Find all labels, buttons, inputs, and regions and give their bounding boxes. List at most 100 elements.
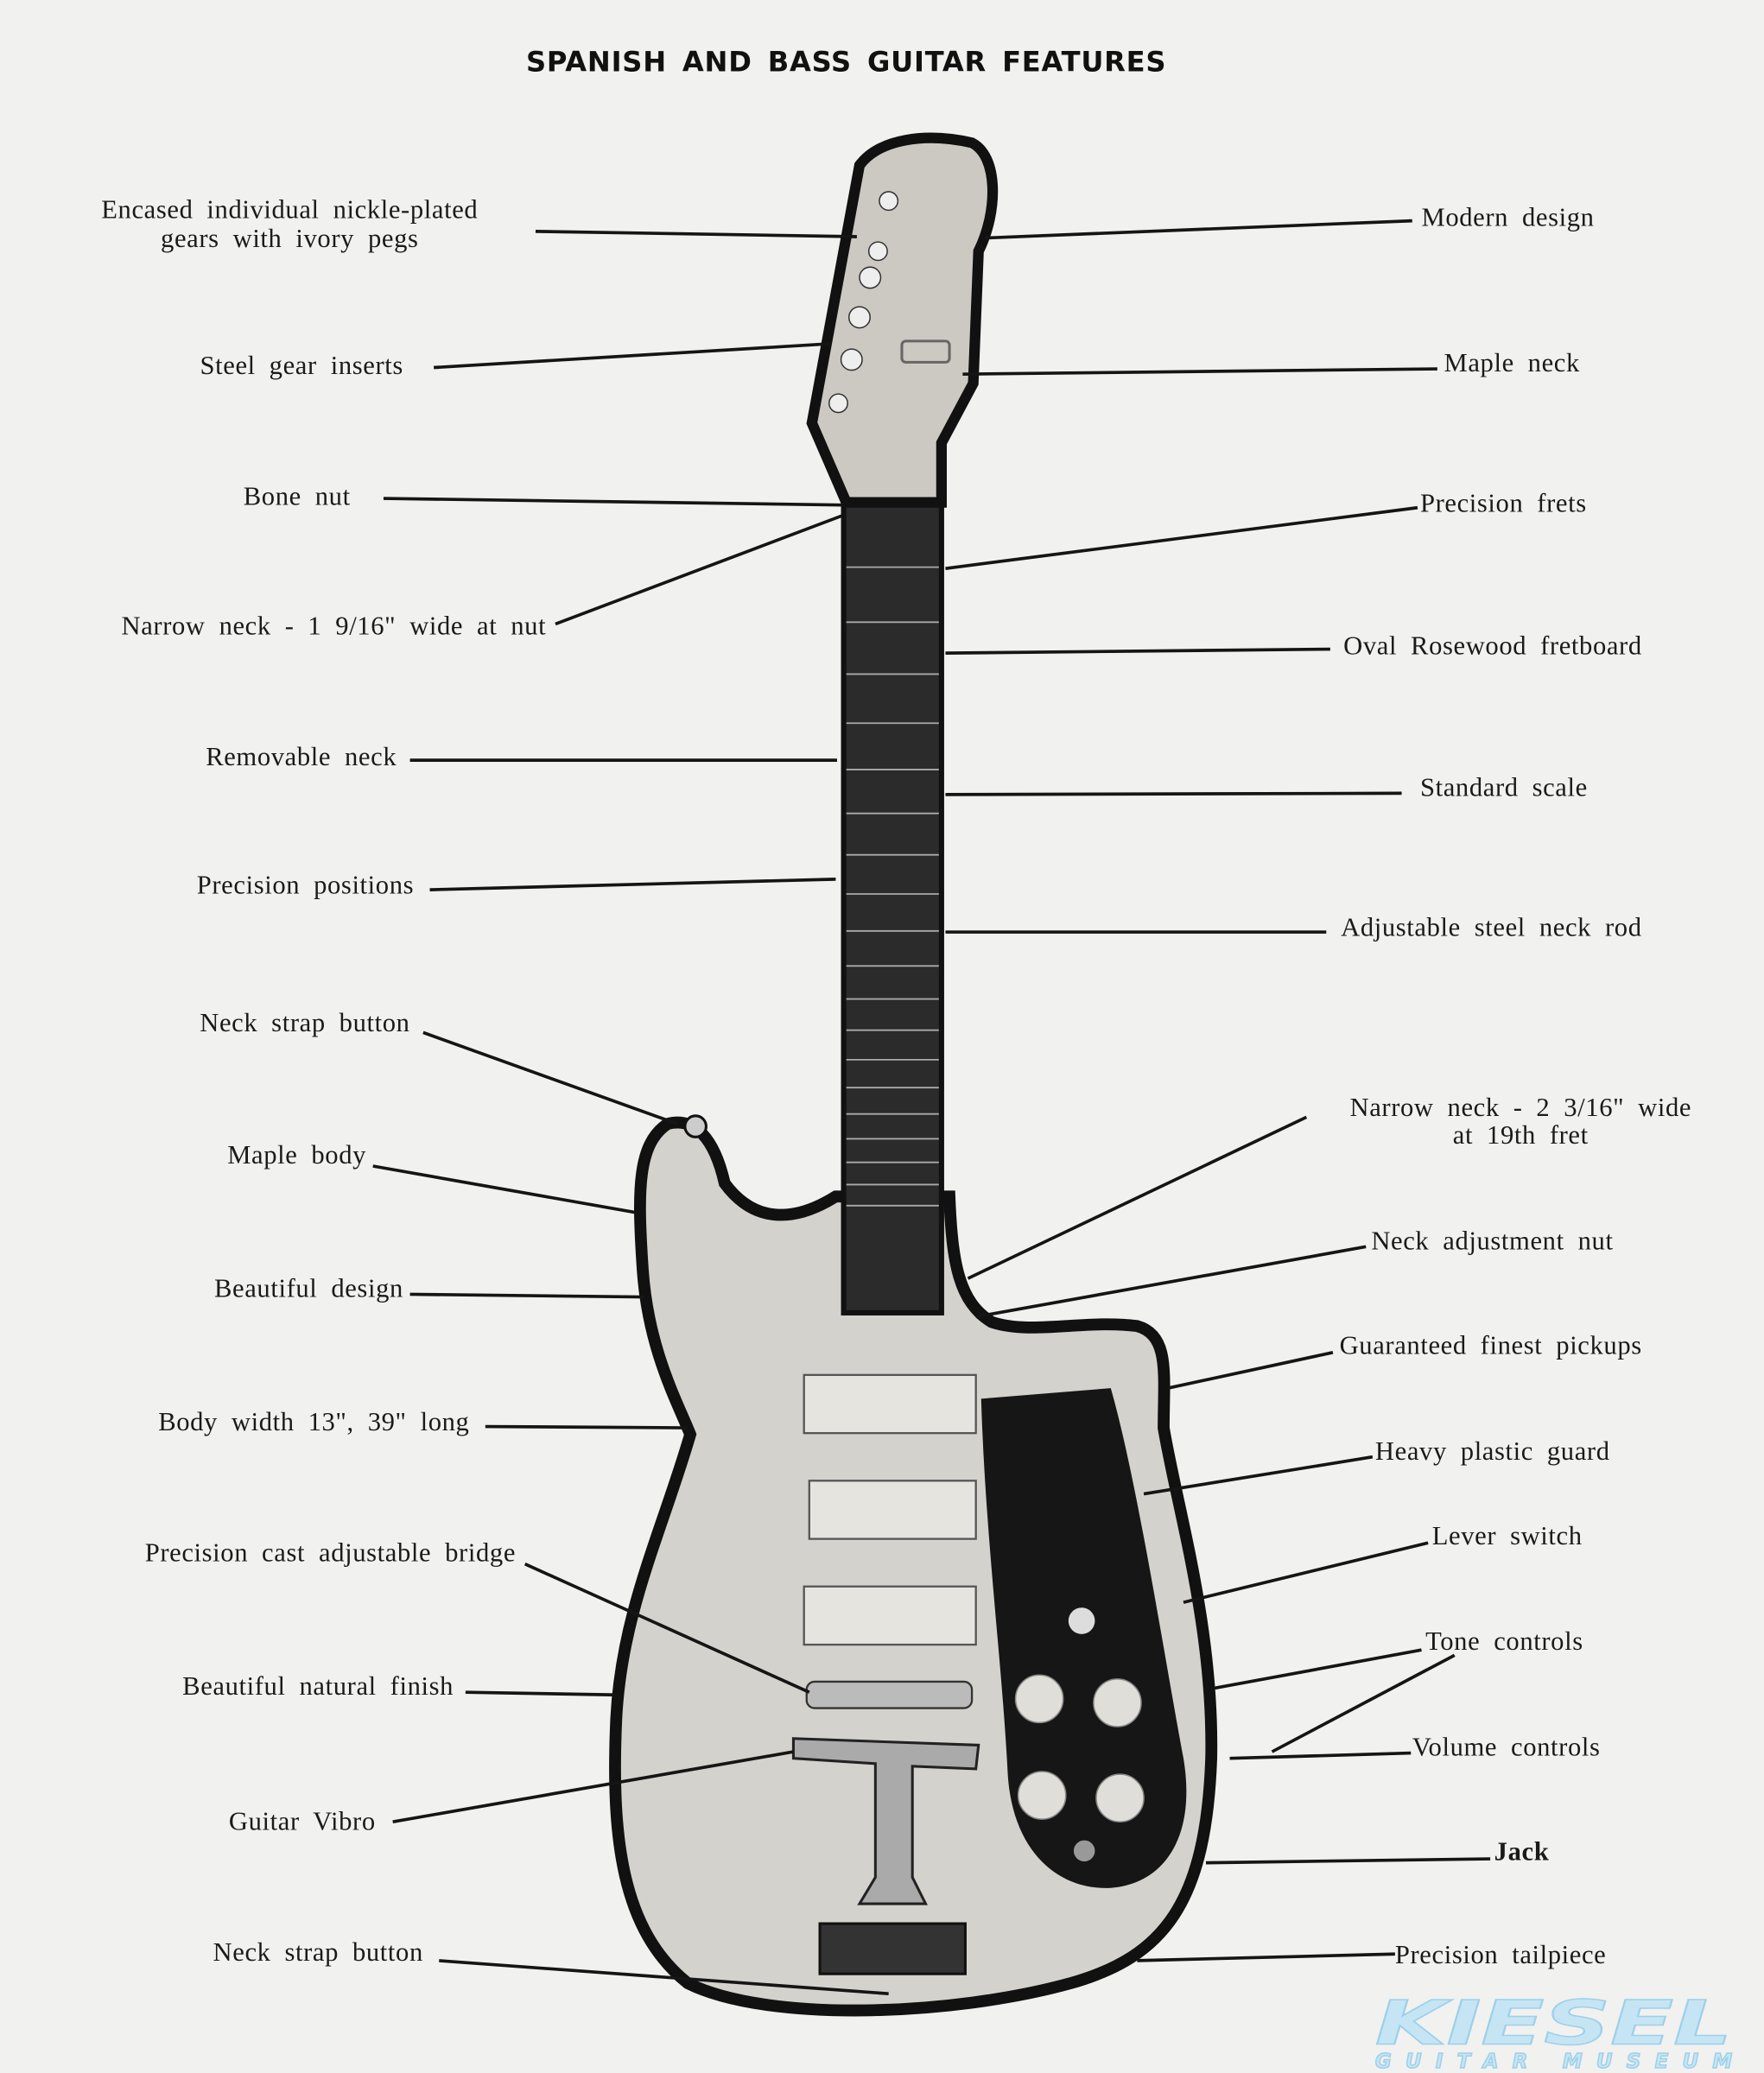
feature-label: Volume controls [1412, 1733, 1601, 1762]
leader-line [1137, 1952, 1395, 1962]
feature-label: Precision cast adjustable bridge [145, 1538, 516, 1568]
feature-label: Beautiful design [214, 1274, 403, 1303]
feature-label: Precision tailpiece [1395, 1940, 1607, 1969]
feature-label: Neck adjustment nut [1371, 1226, 1613, 1255]
volume-knob-2 [1095, 1773, 1145, 1823]
feature-label: Heavy plastic guard [1375, 1436, 1610, 1466]
leader-line [485, 1424, 688, 1430]
feature-label: Precision frets [1420, 488, 1587, 517]
leader-line [1143, 1455, 1374, 1496]
watermark-logo: KIESEL GUITAR MUSEUM [1374, 1987, 1733, 2073]
callout-left-12: Guitar Vibro [229, 1750, 794, 1835]
feature-label: Maple body [227, 1140, 366, 1170]
callout-left-5: Precision positions [197, 871, 836, 900]
feature-label: Body width 13", 39" long [158, 1407, 469, 1436]
callout-right-9: Heavy plastic guard [1143, 1436, 1610, 1496]
leader-line [1167, 1351, 1334, 1390]
feature-label: Oval Rosewood fretboard [1343, 631, 1642, 661]
callout-left-4: Removable neck [206, 742, 837, 771]
leader-line [945, 647, 1330, 655]
feature-label: Precision positions [197, 871, 414, 900]
pickup-3 [803, 1585, 977, 1646]
callout-left-13: Neck strap button [213, 1937, 889, 1995]
page-title: SPANISH AND BASS GUITAR FEATURES [526, 46, 1166, 79]
callout-right-12: Volume controls [1229, 1733, 1601, 1762]
callout-right-0: Modern design [985, 203, 1594, 240]
vibrato-arm [791, 1737, 980, 1905]
headstock [806, 132, 999, 508]
callout-left-9: Body width 13", 39" long [158, 1407, 688, 1436]
leader-line [975, 1245, 1367, 1319]
tailpiece [818, 1922, 967, 1975]
leader-line [439, 1959, 889, 1995]
feature-label: Guaranteed finest pickups [1340, 1330, 1642, 1360]
leader-line [434, 342, 831, 370]
leader-line [985, 219, 1412, 240]
leader-line [1205, 1857, 1491, 1865]
pickup-1 [803, 1373, 977, 1435]
feature-label: Jack [1494, 1837, 1550, 1867]
bridge [805, 1680, 974, 1709]
callout-left-10: Precision cast adjustable bridge [145, 1538, 810, 1694]
watermark-main: KIESEL [1375, 1987, 1732, 2058]
volume-knob-1 [1017, 1771, 1067, 1820]
leader-line [465, 1690, 617, 1697]
feature-label: Maple neck [1444, 348, 1580, 377]
leader-line [409, 1292, 644, 1299]
leader-line [1213, 1648, 1422, 1690]
callout-left-2: Bone nut [244, 482, 843, 511]
callout-left-11: Beautiful natural finish [182, 1671, 617, 1701]
feature-label: Neck strap button [200, 1008, 409, 1037]
leader-line [429, 878, 836, 891]
leader-line [523, 1563, 810, 1694]
feature-label: Narrow neck - 2 3/16" wide [1349, 1093, 1691, 1122]
callout-right-2: Precision frets [945, 488, 1587, 570]
feature-label: Lever switch [1432, 1521, 1583, 1550]
callout-right-3: Oval Rosewood fretboard [945, 631, 1641, 661]
feature-label: Bone nut [244, 482, 351, 511]
pickguard [980, 1388, 1187, 1888]
leader-line [1183, 1541, 1429, 1604]
fretboard [841, 497, 944, 1315]
leader-line [422, 1030, 678, 1125]
leader-line [372, 1164, 636, 1214]
tuning-pegs [828, 191, 899, 414]
jack [1073, 1840, 1095, 1862]
leader-line [535, 230, 857, 238]
feature-label: Beautiful natural finish [182, 1671, 454, 1701]
pickup-2 [808, 1480, 977, 1540]
feature-label: Removable neck [206, 742, 397, 771]
callout-left-3: Narrow neck - 1 9/16" wide at nut [121, 514, 843, 641]
callout-left-7: Maple body [227, 1140, 636, 1214]
feature-label: Guitar Vibro [229, 1806, 376, 1835]
feature-label: Steel gear inserts [200, 351, 403, 380]
feature-label: Modern design [1421, 203, 1594, 232]
frets [846, 566, 939, 1207]
leader-line [1229, 1751, 1412, 1760]
feature-label: gears with ivory pegs [161, 224, 419, 253]
tone-knob-2 [1093, 1678, 1142, 1728]
headstock-logo [900, 339, 951, 364]
callout-right-14: Precision tailpiece [1137, 1940, 1606, 1969]
strap-button-top [683, 1114, 708, 1138]
guitar-illustration [609, 132, 1218, 2017]
callout-right-1: Maple neck [962, 348, 1580, 377]
feature-label: Encased individual nickle-plated [101, 195, 478, 225]
feature-label: Tone controls [1425, 1626, 1583, 1656]
callout-right-5: Adjustable steel neck rod [945, 913, 1641, 942]
callout-right-13: Jack [1205, 1837, 1550, 1867]
leader-line [1271, 1653, 1456, 1753]
leader-line [392, 1750, 794, 1823]
feature-label: Adjustable steel neck rod [1341, 913, 1642, 942]
callout-left-1: Steel gear inserts [200, 342, 831, 380]
callout-right-11: Tone controls [1213, 1626, 1583, 1753]
callout-right-10: Lever switch [1183, 1521, 1583, 1604]
lever-switch [1068, 1607, 1095, 1634]
leader-line [383, 497, 843, 507]
feature-label: Narrow neck - 1 9/16" wide at nut [121, 612, 546, 641]
